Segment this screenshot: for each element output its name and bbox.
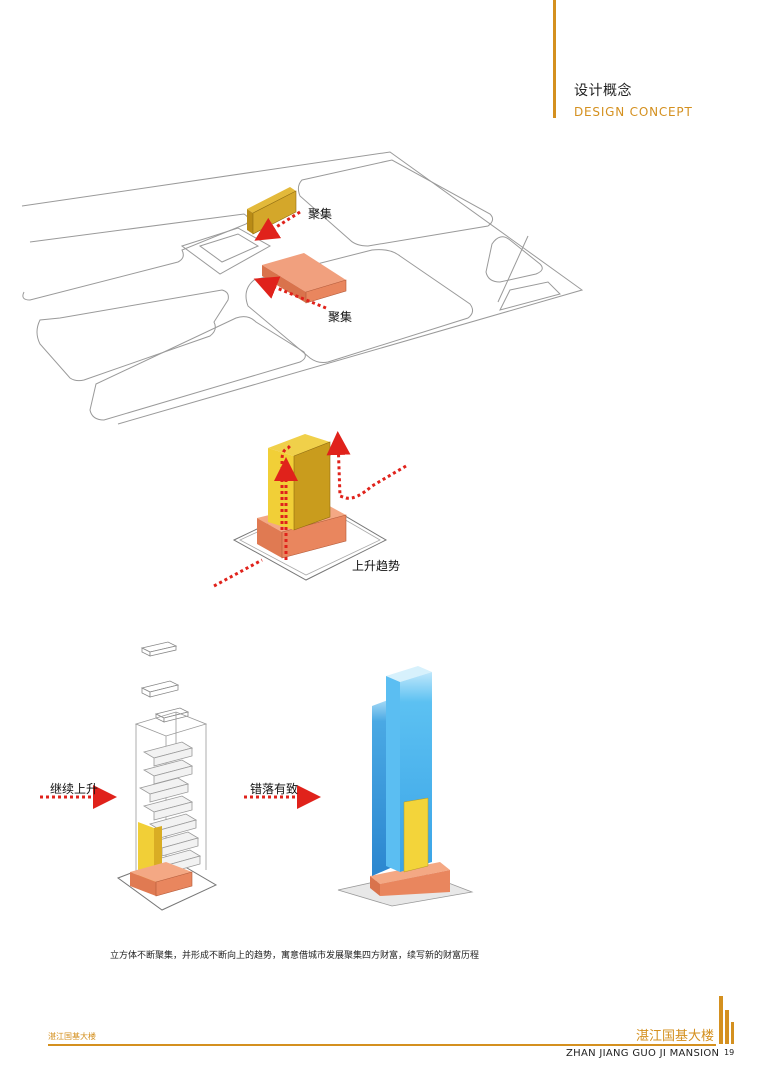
site-block-sw	[89, 316, 306, 421]
label-staggered: 错落有致	[250, 782, 299, 796]
concept-caption: 立方体不断聚集，并形成不断向上的趋势，寓意借城市发展聚集四方财富，续写新的财富历…	[110, 951, 480, 961]
orange-block-1	[262, 253, 347, 304]
site-road-line	[21, 151, 584, 425]
header-accent-bar	[553, 0, 556, 118]
red-dotted-arrow	[326, 431, 407, 500]
site-block-center-inner	[198, 233, 260, 263]
page-number: 19	[724, 1048, 735, 1057]
site-block-main	[245, 249, 474, 363]
label-gather-top: 聚集	[308, 207, 333, 221]
page-title-cn: 设计概念	[574, 83, 632, 99]
label-gather-bottom: 聚集	[328, 310, 353, 324]
footer-brand-en: ZHAN JIANG GUO JI MANSION	[566, 1048, 720, 1059]
final-tower-diagram	[337, 666, 474, 907]
footer-divider	[48, 1044, 716, 1046]
exploded-stack-diagram	[40, 641, 321, 911]
site-block-center	[180, 227, 272, 275]
site-block-ne	[297, 159, 494, 247]
site-block-e	[485, 236, 543, 283]
page-title-en: DESIGN CONCEPT	[574, 105, 693, 119]
site-diagonal	[497, 235, 529, 303]
rising-tower-diagram	[213, 431, 407, 588]
footer-project-name: 湛江国基大楼	[48, 1032, 96, 1041]
label-keep-rising: 继续上升	[50, 782, 99, 796]
label-rising-trend: 上升趋势	[352, 559, 401, 573]
site-block-e2	[499, 281, 561, 311]
footer-brand-cn: 湛江国基大楼	[636, 1029, 715, 1044]
red-dotted-arrow	[254, 210, 301, 241]
red-dotted-arrow	[280, 444, 292, 530]
site-block-w	[36, 289, 229, 382]
